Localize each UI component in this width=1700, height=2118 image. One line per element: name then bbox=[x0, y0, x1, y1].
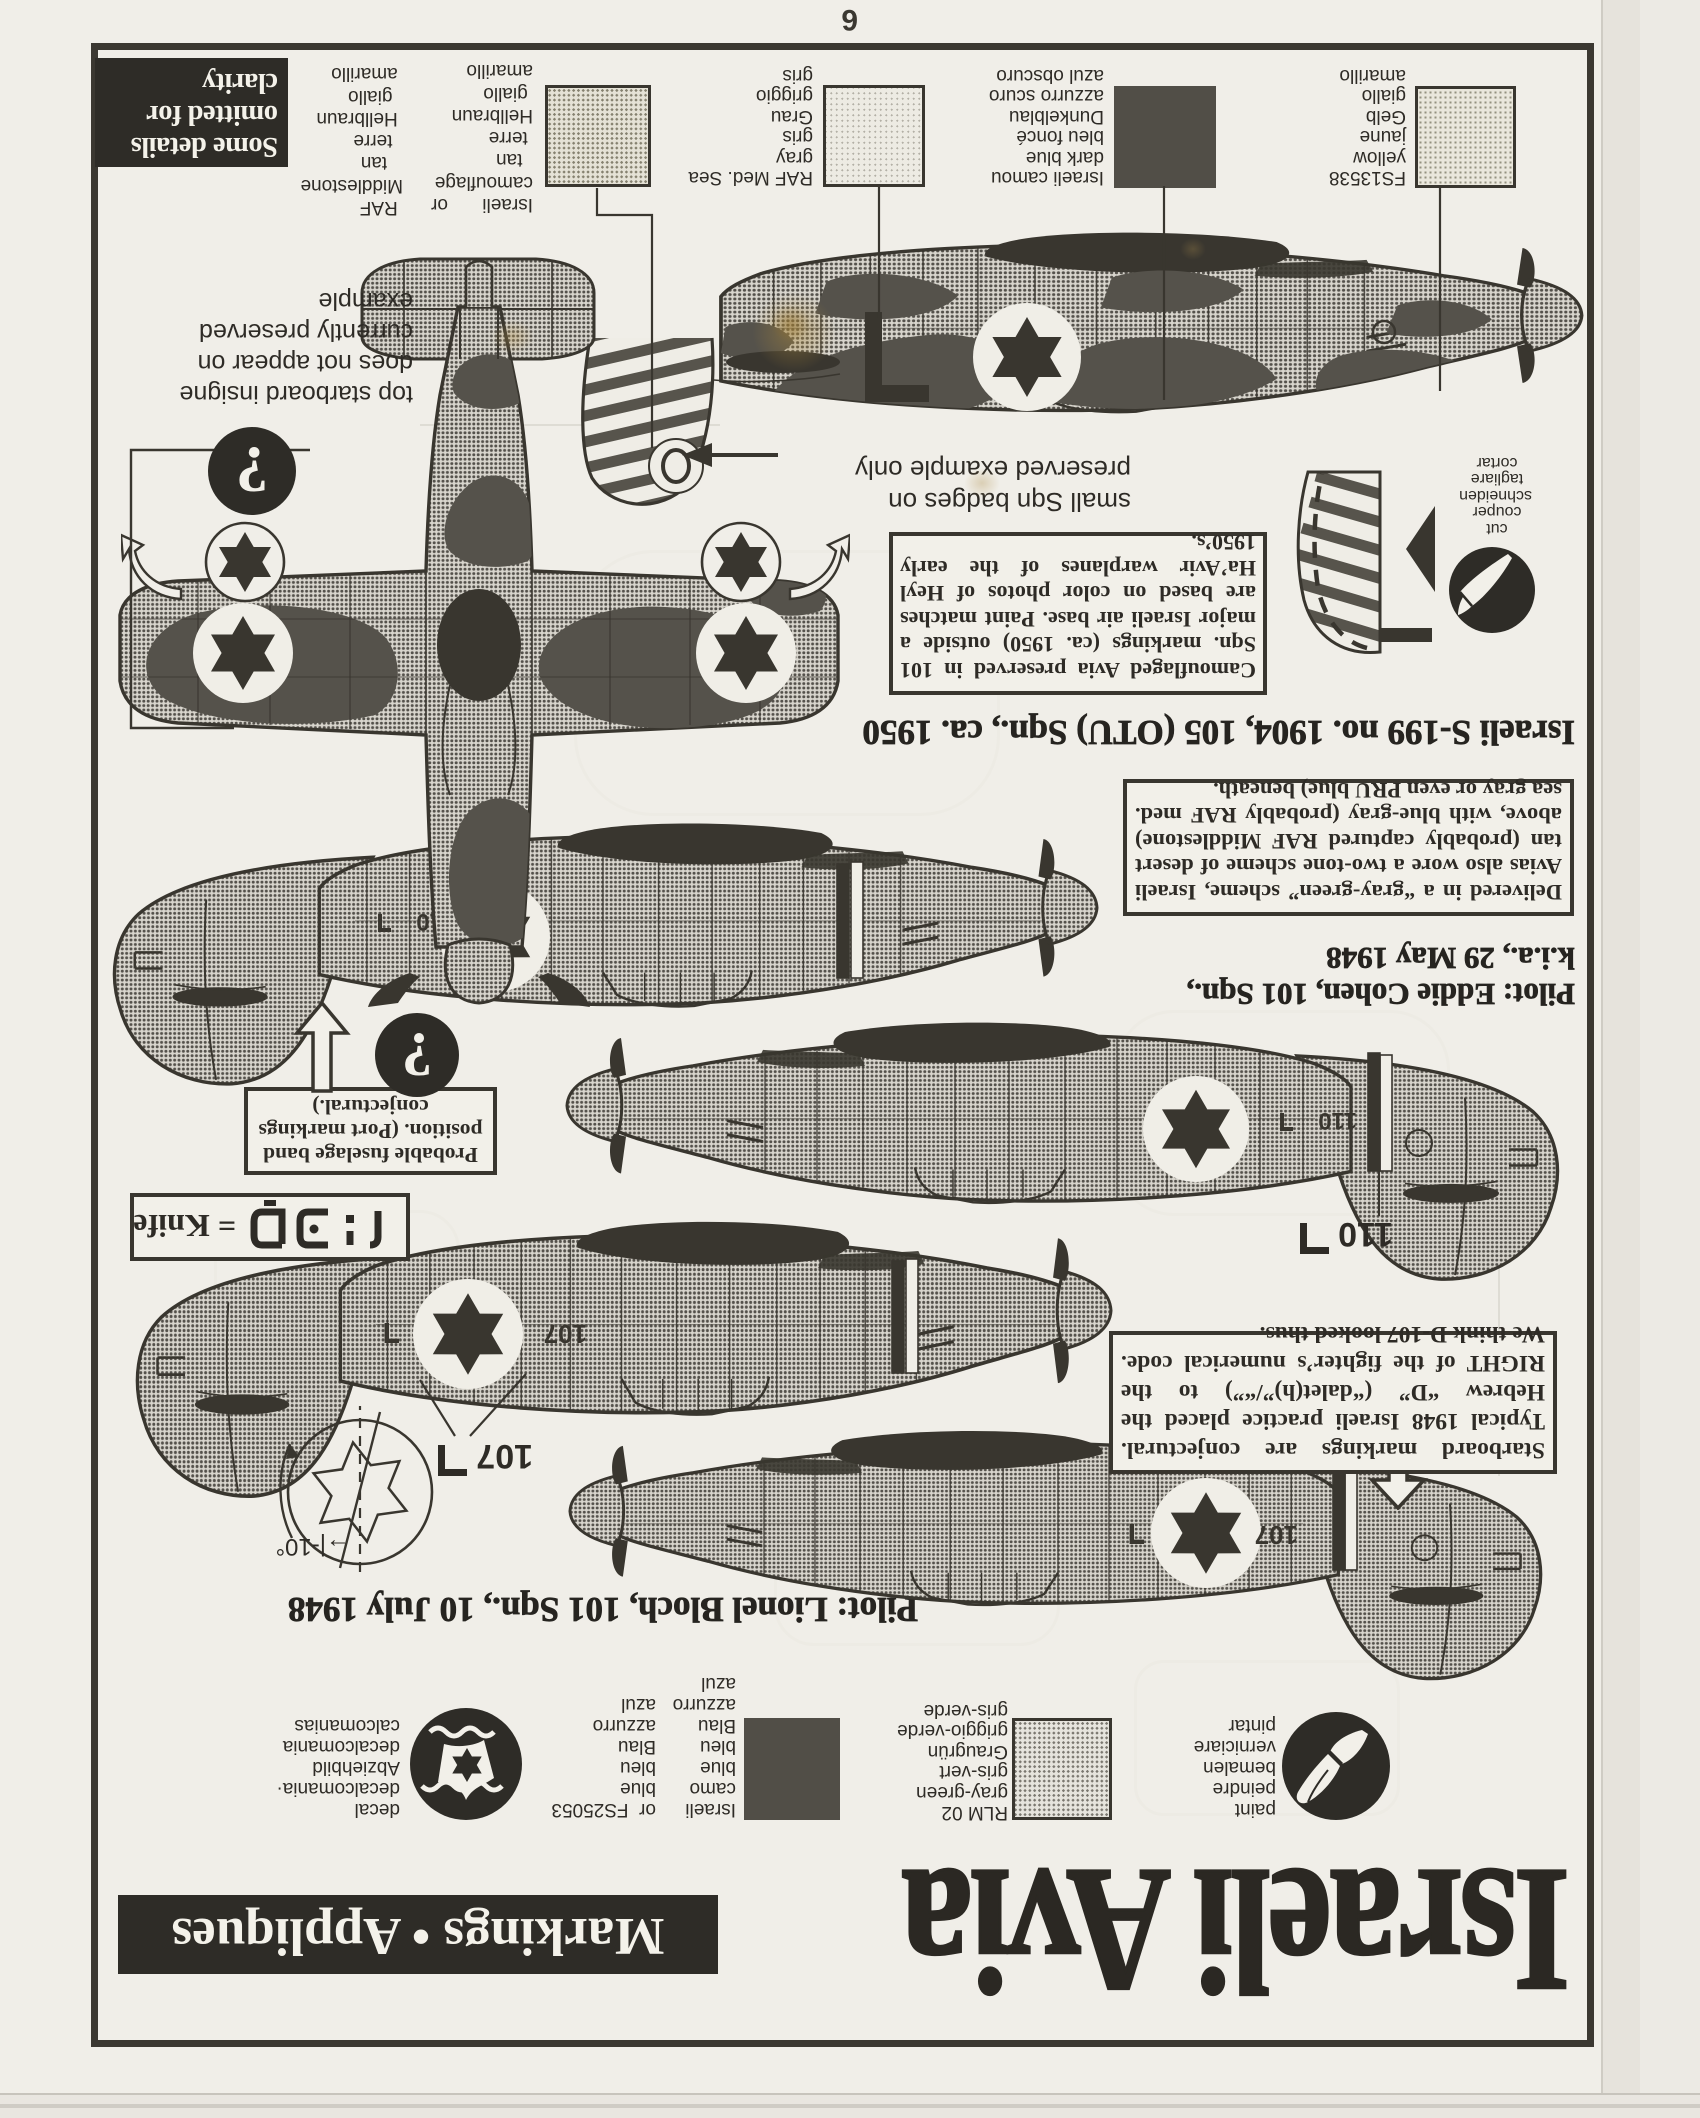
svg-text:110: 110 bbox=[1318, 1107, 1357, 1134]
svg-text:107: 107 bbox=[544, 1319, 587, 1349]
svg-text:?: ? bbox=[236, 433, 269, 506]
svg-text:?: ? bbox=[402, 1020, 433, 1088]
svg-text:107: 107 bbox=[1255, 1520, 1298, 1550]
svg-text:= Knife: = Knife bbox=[134, 1208, 236, 1244]
